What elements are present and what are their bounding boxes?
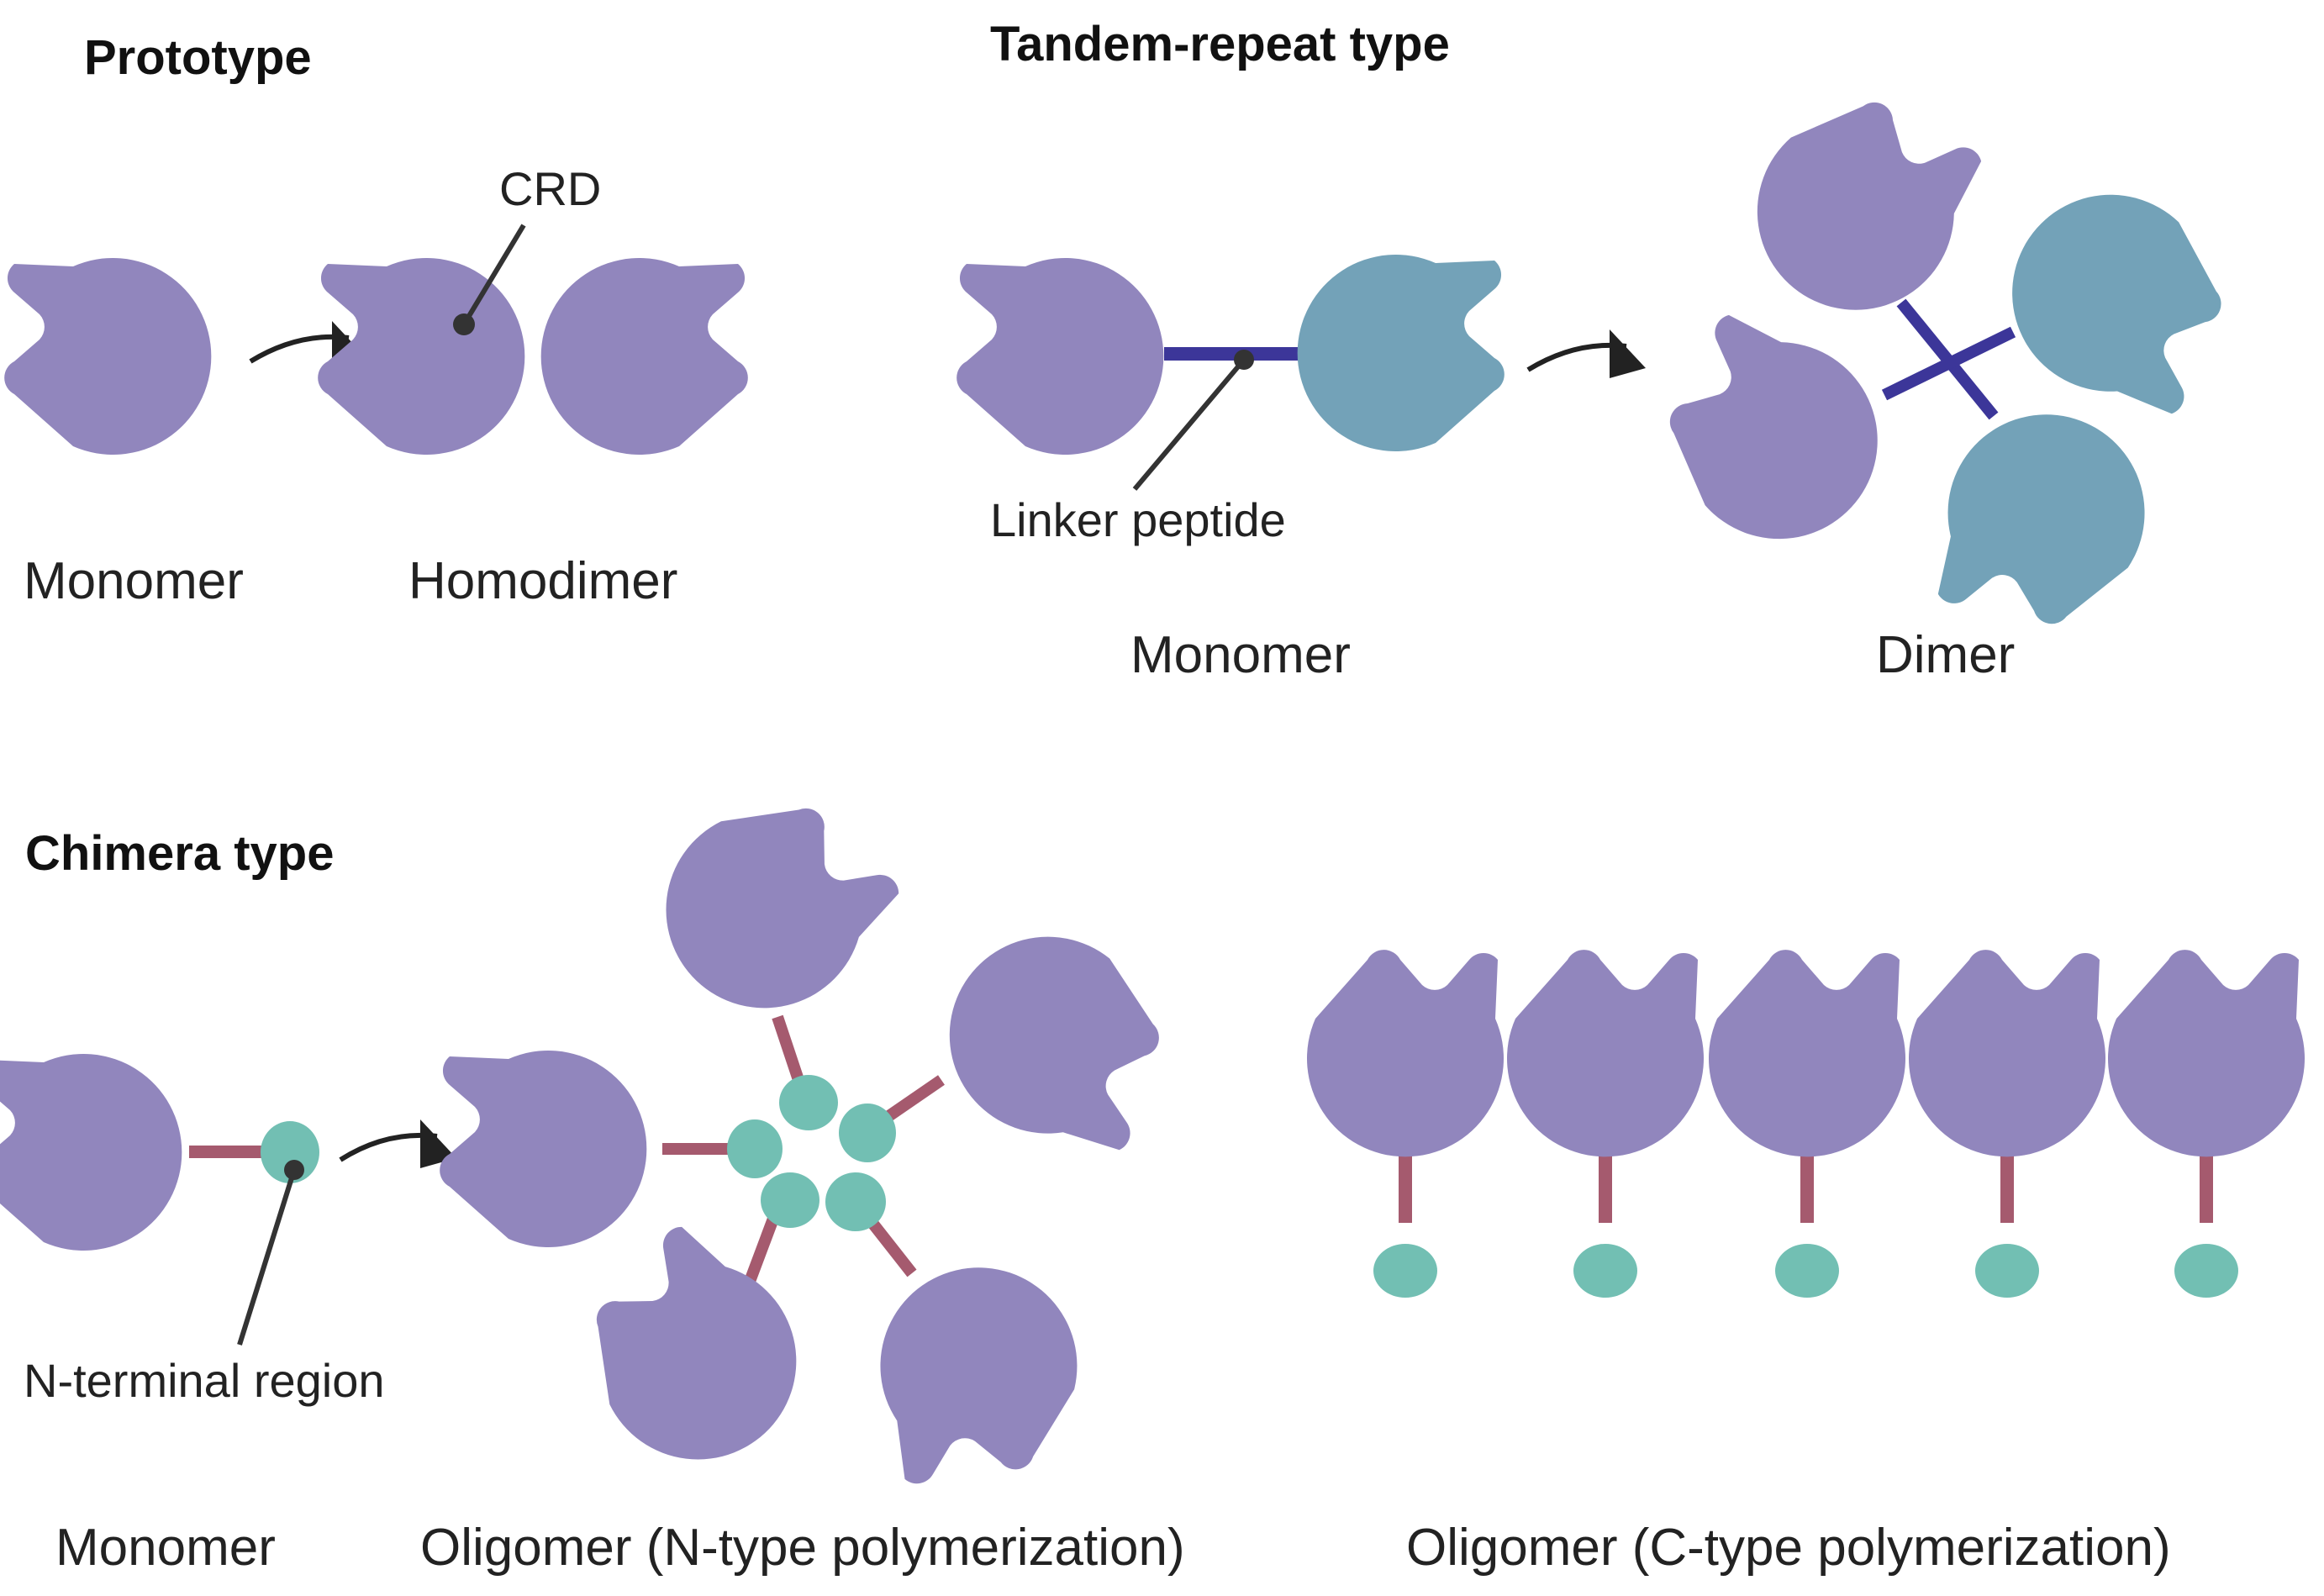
n-terminal-region-label: N-terminal region xyxy=(24,1354,385,1407)
chimera-title: Chimera type xyxy=(25,826,334,881)
linker-bar-icon xyxy=(2000,1156,2014,1223)
linker-bar-icon xyxy=(1881,326,2016,401)
crd-pacman-icon xyxy=(956,258,1164,455)
crd-pacman-icon xyxy=(1930,398,2161,637)
crd-pacman-icon xyxy=(1984,166,2247,423)
tandem-monomer xyxy=(956,255,1505,455)
crd-pacman-icon xyxy=(1307,950,1504,1157)
c-oligomer-unit xyxy=(1709,950,1905,1298)
linker-leader-line xyxy=(1132,358,1246,491)
tandem-title: Tandem-repeat type xyxy=(990,17,1450,71)
linker-bar-icon xyxy=(189,1146,273,1158)
n-terminal-blob-icon xyxy=(1573,1244,1637,1298)
crd-pacman-icon xyxy=(1909,950,2105,1157)
linker-bar-icon xyxy=(1399,1156,1412,1223)
crd-leader-dot xyxy=(453,313,475,335)
n-terminal-blob-icon xyxy=(1373,1244,1437,1298)
crd-pacman-icon xyxy=(1709,950,1905,1157)
n-terminal-blob-icon xyxy=(727,1119,783,1178)
crd-label: CRD xyxy=(499,162,601,215)
crd-pacman-icon xyxy=(625,763,910,1049)
crd-pacman-icon xyxy=(1507,950,1704,1157)
prototype-monomer-label: Monomer xyxy=(24,552,244,610)
chimera-monomer-label: Monomer xyxy=(55,1519,276,1577)
crd-pacman-icon xyxy=(440,1051,647,1247)
n-terminal-blob-icon xyxy=(1975,1244,2039,1298)
n-oligomer-label: Oligomer (N-type polymerization) xyxy=(420,1519,1185,1577)
crd-pacman-icon xyxy=(864,1251,1095,1490)
crd-pacman-icon xyxy=(540,258,748,455)
arrow-icon xyxy=(1610,329,1646,378)
linker-bar-icon xyxy=(1599,1156,1612,1223)
crd-pacman-icon xyxy=(927,914,1178,1159)
n-terminal-blob-icon xyxy=(839,1104,896,1162)
chimera-monomer xyxy=(0,1054,319,1251)
tandem-dimer-label: Dimer xyxy=(1876,626,2015,684)
crd-pacman-icon xyxy=(551,1215,837,1500)
nterminal-leader-dot xyxy=(284,1160,304,1180)
linker-bar-icon xyxy=(742,1216,779,1288)
nterminal-leader-line xyxy=(237,1169,297,1346)
linker-bar-icon xyxy=(2200,1156,2213,1223)
n-terminal-blob-icon xyxy=(825,1172,886,1231)
n-terminal-blob-icon xyxy=(2174,1244,2238,1298)
crd-pacman-icon xyxy=(318,258,525,455)
prototype-homodimer xyxy=(318,258,748,455)
crd-pacman-icon xyxy=(1725,71,1991,343)
n-terminal-blob-icon xyxy=(761,1172,819,1228)
c-oligomer-label: Oligomer (C-type polymerization) xyxy=(1406,1519,2171,1577)
crd-pacman-icon xyxy=(1297,255,1505,451)
linker-bar-icon xyxy=(1800,1156,1814,1223)
linker-peptide-label: Linker peptide xyxy=(990,493,1286,546)
c-oligomer-unit xyxy=(1307,950,1504,1298)
crd-pacman-icon xyxy=(1639,305,1910,572)
linker-leader-dot xyxy=(1234,350,1254,370)
n-terminal-blob-icon xyxy=(779,1075,838,1130)
prototype-title: Prototype xyxy=(84,30,312,85)
crd-pacman-icon xyxy=(4,258,212,455)
chimera-c-oligomer xyxy=(1307,950,2305,1298)
crd-pacman-icon xyxy=(0,1054,182,1251)
crd-pacman-icon xyxy=(2108,950,2305,1157)
chimera-n-oligomer xyxy=(440,763,1178,1500)
c-oligomer-unit xyxy=(2108,950,2305,1298)
prototype-homodimer-label: Homodimer xyxy=(408,552,677,610)
c-oligomer-unit xyxy=(1909,950,2105,1298)
n-terminal-blob-icon xyxy=(1775,1244,1839,1298)
tandem-dimer xyxy=(1639,71,2247,637)
n-terminal-blob-icon xyxy=(261,1121,319,1183)
c-oligomer-unit xyxy=(1507,950,1704,1298)
crd-leader-line xyxy=(461,224,526,326)
tandem-monomer-label: Monomer xyxy=(1130,626,1351,684)
prototype-monomer xyxy=(4,258,212,455)
